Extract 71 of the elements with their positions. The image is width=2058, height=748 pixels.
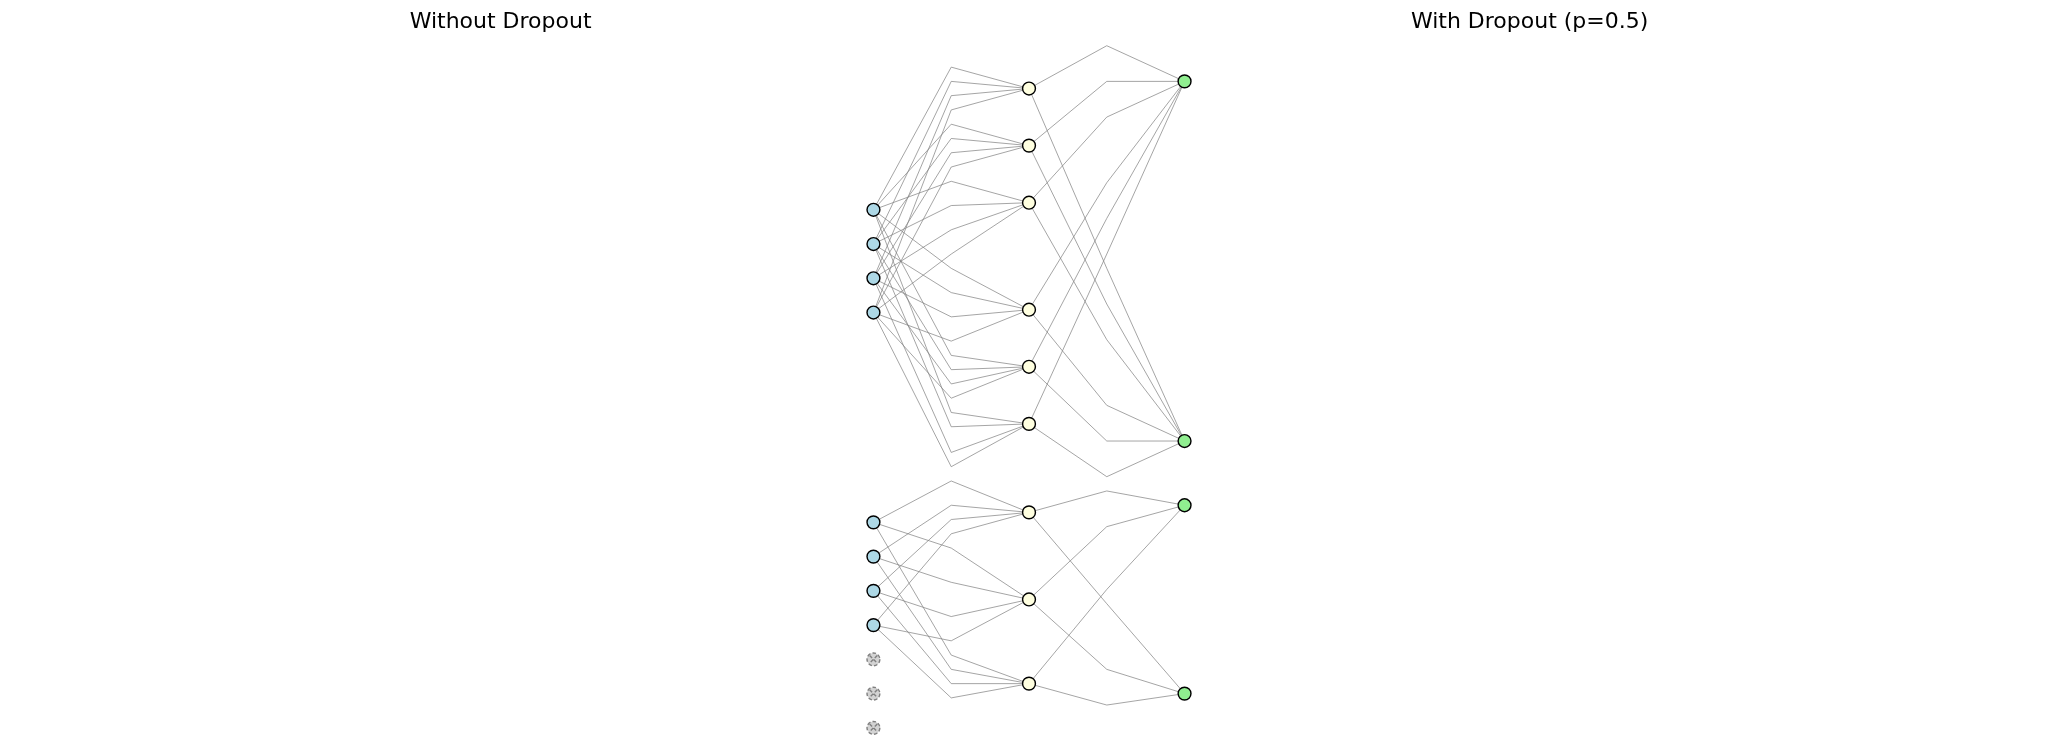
connector bbox=[1032, 86, 1181, 305]
connector bbox=[876, 561, 1024, 683]
connector bbox=[876, 145, 1023, 274]
connector bbox=[1032, 83, 1180, 199]
connector bbox=[1034, 490, 1179, 512]
connector bbox=[1031, 151, 1182, 436]
node-circle bbox=[1021, 416, 1037, 432]
connector bbox=[877, 629, 1024, 699]
node-circle bbox=[1021, 195, 1037, 210]
connector bbox=[878, 504, 1023, 554]
connector bbox=[879, 558, 1024, 599]
connector bbox=[1033, 427, 1180, 478]
connector bbox=[876, 283, 1024, 385]
connector bbox=[875, 81, 1023, 239]
connector bbox=[1033, 81, 1179, 142]
panel-title: With Dropout (p=0.5) bbox=[1410, 7, 1649, 33]
connector bbox=[877, 512, 1023, 587]
connector bbox=[876, 66, 1024, 205]
connector bbox=[877, 513, 1024, 621]
connector bbox=[877, 123, 1024, 206]
node-circle bbox=[1021, 505, 1037, 520]
node-circle bbox=[1177, 433, 1192, 449]
connector bbox=[1033, 506, 1179, 596]
connector bbox=[1033, 603, 1179, 693]
connector bbox=[1031, 207, 1181, 437]
connector bbox=[875, 215, 1023, 424]
node-circle bbox=[866, 305, 881, 320]
node-circle bbox=[866, 236, 881, 252]
connector bbox=[875, 283, 1024, 453]
connector bbox=[1031, 86, 1182, 362]
node-circle bbox=[866, 583, 881, 598]
node-circle bbox=[1177, 686, 1192, 701]
connector bbox=[878, 202, 1023, 242]
connector bbox=[876, 317, 1024, 468]
panel-title: Without Dropout bbox=[409, 7, 592, 33]
node-circle bbox=[1021, 138, 1037, 153]
node-circle bbox=[866, 618, 881, 633]
node-circle bbox=[1021, 359, 1037, 374]
connector bbox=[879, 311, 1024, 342]
connector bbox=[875, 89, 1024, 307]
node-circle bbox=[1021, 592, 1037, 607]
connector bbox=[875, 88, 1023, 273]
connector bbox=[877, 316, 1024, 399]
connector bbox=[876, 215, 1023, 367]
node-circle bbox=[1021, 81, 1037, 96]
node-circle bbox=[1021, 676, 1037, 691]
connector bbox=[879, 602, 1024, 642]
connector bbox=[876, 527, 1024, 682]
connector bbox=[876, 146, 1024, 308]
node-circle bbox=[1177, 74, 1192, 89]
node-circle bbox=[866, 271, 881, 286]
connector bbox=[878, 480, 1024, 520]
connector bbox=[1032, 314, 1180, 439]
connector bbox=[1034, 684, 1179, 706]
connector bbox=[878, 280, 1023, 318]
connector bbox=[877, 595, 1023, 684]
node-circle bbox=[866, 515, 881, 530]
connector bbox=[876, 249, 1023, 370]
connector bbox=[1034, 45, 1180, 86]
connector bbox=[879, 180, 1024, 208]
connector bbox=[875, 249, 1023, 428]
connector bbox=[876, 138, 1023, 240]
node-circle bbox=[866, 202, 881, 217]
connector bbox=[878, 204, 1024, 276]
node-circle bbox=[1021, 302, 1037, 317]
connector bbox=[878, 247, 1024, 309]
node-circle bbox=[866, 549, 881, 564]
connector bbox=[879, 524, 1024, 597]
connector bbox=[1033, 370, 1179, 442]
connector bbox=[879, 592, 1024, 617]
node-circle bbox=[1177, 498, 1192, 513]
